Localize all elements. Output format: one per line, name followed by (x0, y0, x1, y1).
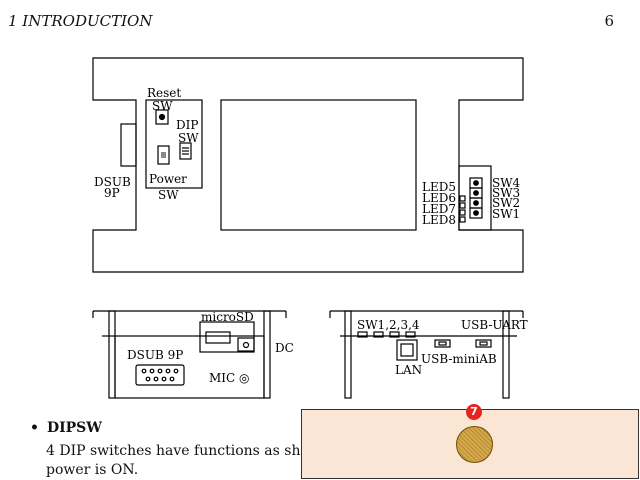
switch-panel (145, 99, 203, 189)
step-badge: 7 (466, 404, 482, 420)
board-diagram: Reset SW DIP SW Power SW DSUB 9P LED5 LE… (92, 57, 528, 399)
led8-label: LED8 (422, 213, 456, 227)
rear-right-standoff (502, 310, 510, 399)
section-title: • DIPSW (30, 420, 102, 436)
led5-label: LED5 (422, 180, 456, 194)
dsub-9p-label: 9P (104, 186, 120, 200)
page-number: 6 (604, 12, 614, 30)
sw-group-label: SW1,2,3,4 (357, 318, 420, 332)
front-right-standoff (263, 310, 271, 399)
section-title-text: DIPSW (46, 420, 103, 436)
led6-label: LED6 (422, 191, 456, 205)
dsub-9p-front-label: DSUB 9P (127, 348, 183, 362)
usb-uart-port (475, 339, 492, 348)
usb-miniab-label: USB-miniAB (421, 352, 497, 366)
rear-sw-blocks (357, 331, 416, 338)
sw2-label: SW2 (492, 196, 520, 210)
sw1-label: SW1 (492, 207, 520, 221)
dip-label: DIP (176, 118, 198, 132)
power-sw-label: SW (158, 188, 179, 202)
reset-sw-label: SW (152, 99, 173, 113)
led7-label: LED7 (422, 202, 456, 216)
cpu-block (220, 99, 417, 231)
section-header: 1 INTRODUCTION (8, 12, 153, 30)
front-view (92, 310, 287, 399)
dip-sw-label: SW (178, 131, 199, 145)
mic-label: MIC ◎ (209, 371, 250, 385)
dc-label: DC (275, 341, 294, 355)
reset-label: Reset (147, 86, 181, 100)
dsub-9p-connector (135, 364, 185, 386)
paragraph-line-2: power is ON. (46, 462, 139, 478)
paragraph-line-1: 4 DIP switches have functions as shown (46, 443, 306, 459)
dsub-label: DSUB (94, 175, 131, 189)
bullet-icon: • (30, 420, 39, 436)
power-label: Power (149, 172, 187, 186)
front-left-standoff (108, 310, 116, 399)
led-indicators (459, 195, 466, 223)
front-board-body (114, 335, 265, 399)
reset-button-dot (158, 113, 166, 121)
sw4-label: SW4 (492, 176, 521, 190)
lan-port (396, 339, 418, 361)
power-switch (157, 145, 170, 165)
sw3-label: SW3 (492, 186, 520, 200)
usb-miniab-port (434, 339, 451, 348)
reset-button (155, 109, 169, 125)
lan-label: LAN (395, 363, 422, 377)
dc-jack (237, 337, 255, 352)
highlight-overlay: 7 (301, 404, 639, 479)
rear-left-standoff (344, 310, 352, 399)
microsd-slot (199, 321, 255, 353)
rear-view (329, 310, 524, 399)
top-view (92, 57, 524, 273)
board-outline (92, 57, 524, 273)
sw-panel (458, 165, 492, 231)
dip-switch-icon (179, 142, 192, 160)
highlight-spot-icon[interactable] (456, 426, 493, 463)
microsd-label: microSD (201, 310, 254, 324)
usb-uart-label: USB-UART (461, 318, 528, 332)
dsub-connector-top (120, 123, 137, 167)
sw-buttons (469, 177, 483, 219)
